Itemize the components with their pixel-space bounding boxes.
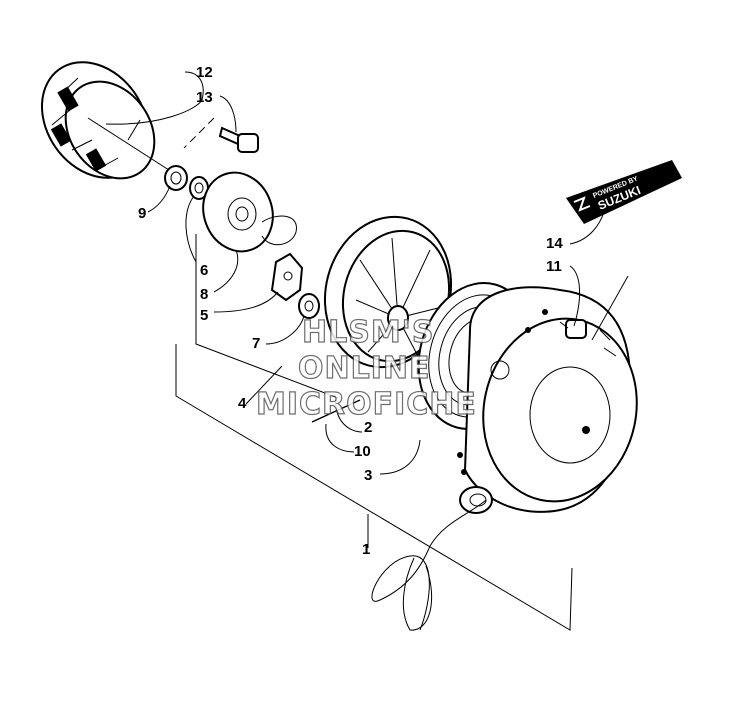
starter-case-part	[457, 286, 638, 513]
washer-7-part	[298, 293, 320, 319]
callout-4: 4	[238, 395, 247, 412]
friction-plate-part	[202, 171, 274, 253]
callout-8: 8	[200, 286, 208, 303]
watermark-line-3: MICROFICHE	[256, 387, 477, 422]
callout-12: 12	[196, 64, 213, 81]
callout-13: 13	[196, 89, 213, 106]
callout-5: 5	[200, 307, 208, 324]
callout-2: 2	[364, 419, 372, 436]
callout-3: 3	[364, 467, 372, 484]
suzuki-decal-part: POWERED BY SUZUKI	[566, 160, 682, 224]
leader-lines	[105, 71, 629, 631]
watermark-line-1: HLSM'S	[302, 315, 434, 350]
bolt-13-part	[218, 126, 259, 153]
pulley-reel-part	[323, 215, 453, 369]
rope-end-part	[311, 399, 361, 423]
starter-cup-part	[40, 61, 156, 180]
spring-clip-part	[261, 215, 297, 246]
callout-11: 11	[546, 258, 562, 275]
watermark: HLSM'S ONLINE MICROFICHE	[255, 314, 477, 422]
callout-7: 7	[252, 335, 260, 352]
suzuki-logo-icon	[573, 196, 591, 212]
callout-10: 10	[354, 443, 371, 460]
watermark-line-2: ONLINE	[298, 351, 431, 386]
rope-guide-part	[459, 486, 493, 514]
callout-1: 1	[362, 541, 370, 558]
callout-9: 9	[138, 205, 146, 222]
shaft-line	[87, 117, 173, 173]
starter-rope-part	[371, 499, 487, 631]
callout-6: 6	[200, 262, 208, 279]
callout-14: 14	[546, 235, 563, 252]
ratchet-pawl-part	[270, 252, 304, 302]
rope-handle-loop-part	[402, 557, 433, 631]
nut-9-part	[164, 165, 188, 191]
